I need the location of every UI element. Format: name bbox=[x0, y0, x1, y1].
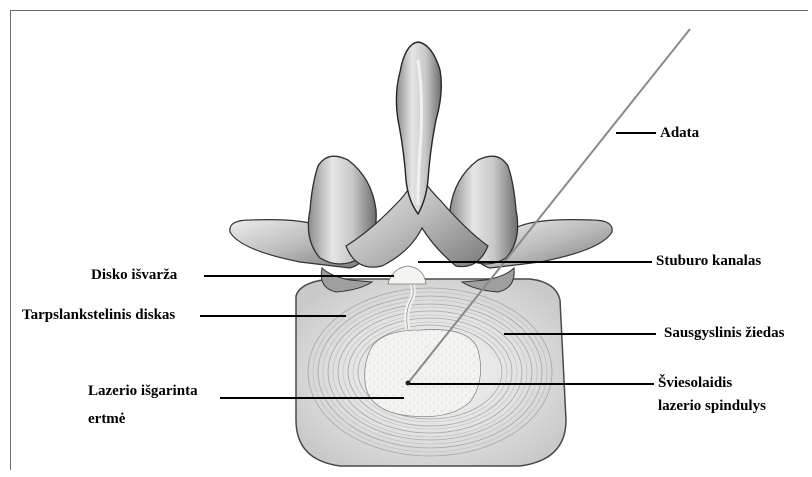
label-laser-beam-line1: Šviesolaidis bbox=[658, 374, 732, 393]
label-laser-cavity-line1: Lazerio išgarinta bbox=[88, 382, 198, 401]
vertebral-arch bbox=[230, 42, 612, 292]
label-intervertebral-disc: Tarpslankstelinis diskas bbox=[22, 306, 175, 325]
label-laser-cavity-line2: ertmė bbox=[88, 410, 125, 429]
label-laser-beam-line2: lazerio spindulys bbox=[658, 397, 766, 416]
label-needle: Adata bbox=[660, 124, 699, 143]
label-spinal-canal: Stuburo kanalas bbox=[656, 252, 761, 271]
label-annulus-fibrosus: Sausgyslinis žiedas bbox=[664, 324, 784, 343]
nucleus-cavity bbox=[365, 329, 481, 416]
label-disc-herniation: Disko išvarža bbox=[91, 266, 177, 285]
laser-tip bbox=[406, 381, 411, 386]
